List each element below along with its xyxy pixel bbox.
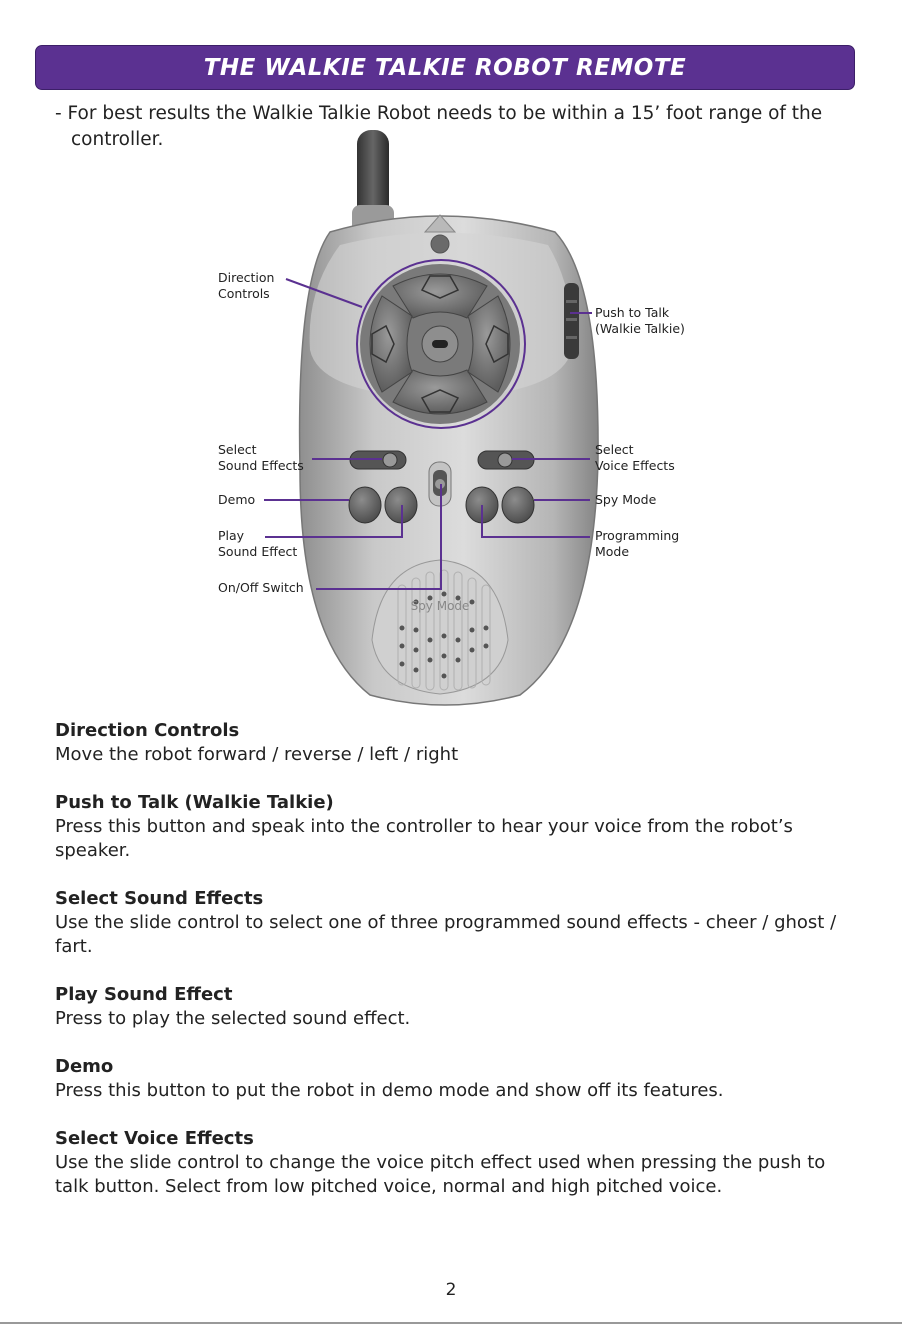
label-line: (Walkie Talkie)	[595, 321, 685, 336]
engraved-spy-mode-text: Spy Mode	[411, 599, 470, 613]
label-programming-mode: Programming Mode	[595, 528, 679, 560]
d-pad-icon	[356, 259, 526, 429]
voice-effects-slider	[477, 450, 535, 470]
label-line: Direction	[218, 270, 275, 285]
label-line: Select	[595, 442, 634, 457]
label-line: Voice Effects	[595, 458, 675, 473]
section-heading: Push to Talk (Walkie Talkie)	[55, 792, 334, 813]
section-body: Press to play the selected sound effect.	[55, 1008, 411, 1029]
leader-lines	[264, 278, 592, 590]
label-spy-mode: Spy Mode	[595, 492, 656, 508]
section-body: Press this button and speak into the con…	[55, 816, 793, 861]
label-select-sound-effects: Select Sound Effects	[218, 442, 304, 474]
section-play-sound-effect: Play Sound Effect Press to play the sele…	[55, 983, 855, 1031]
label-line: Programming	[595, 528, 680, 543]
label-line: Select	[218, 442, 257, 457]
label-line: Sound Effect	[218, 544, 298, 559]
label-line: On/Off Switch	[218, 580, 304, 595]
page-title: THE WALKIE TALKIE ROBOT REMOTE	[203, 54, 687, 81]
section-demo: Demo Press this button to put the robot …	[55, 1055, 855, 1103]
label-play-sound-effect: Play Sound Effect	[218, 528, 297, 560]
section-select-sound-effects: Select Sound Effects Use the slide contr…	[55, 887, 855, 959]
label-demo: Demo	[218, 492, 255, 508]
section-body: Press this button to put the robot in de…	[55, 1080, 724, 1101]
label-line: Demo	[218, 492, 256, 507]
section-heading: Select Voice Effects	[55, 1128, 254, 1149]
section-heading: Direction Controls	[55, 720, 240, 741]
label-line: Spy Mode	[595, 492, 657, 507]
section-push-to-talk: Push to Talk (Walkie Talkie) Press this …	[55, 791, 855, 863]
label-line: Push to Talk	[595, 305, 670, 320]
section-body: Use the slide control to select one of t…	[55, 912, 837, 957]
bottom-rule	[0, 1322, 902, 1324]
label-line: Controls	[218, 286, 270, 301]
section-body: Move the robot forward / reverse / left …	[55, 744, 459, 765]
spy-mode-button	[501, 486, 535, 524]
label-direction-controls: Direction Controls	[218, 270, 274, 302]
section-body: Use the slide control to change the voic…	[55, 1152, 826, 1197]
remote-control-illustration: Spy Mode	[264, 130, 599, 706]
page-number: 2	[445, 1280, 457, 1300]
section-heading: Demo	[55, 1056, 114, 1077]
label-line: Play	[218, 528, 245, 543]
feature-descriptions: Direction Controls Move the robot forwar…	[55, 719, 855, 1223]
intro-note: - For best results the Walkie Talkie Rob…	[55, 103, 823, 150]
label-select-voice-effects: Select Voice Effects	[595, 442, 675, 474]
label-push-to-talk: Push to Talk (Walkie Talkie)	[595, 305, 685, 337]
label-line: Mode	[595, 544, 630, 559]
section-heading: Play Sound Effect	[55, 984, 233, 1005]
section-direction-controls: Direction Controls Move the robot forwar…	[55, 719, 855, 767]
speaker-grille-icon: Spy Mode	[371, 559, 509, 695]
title-banner: THE WALKIE TALKIE ROBOT REMOTE	[35, 45, 855, 90]
section-select-voice-effects: Select Voice Effects Use the slide contr…	[55, 1127, 855, 1199]
label-line: Sound Effects	[218, 458, 304, 473]
label-on-off-switch: On/Off Switch	[218, 580, 304, 596]
section-heading: Select Sound Effects	[55, 888, 264, 909]
demo-button	[348, 486, 382, 524]
